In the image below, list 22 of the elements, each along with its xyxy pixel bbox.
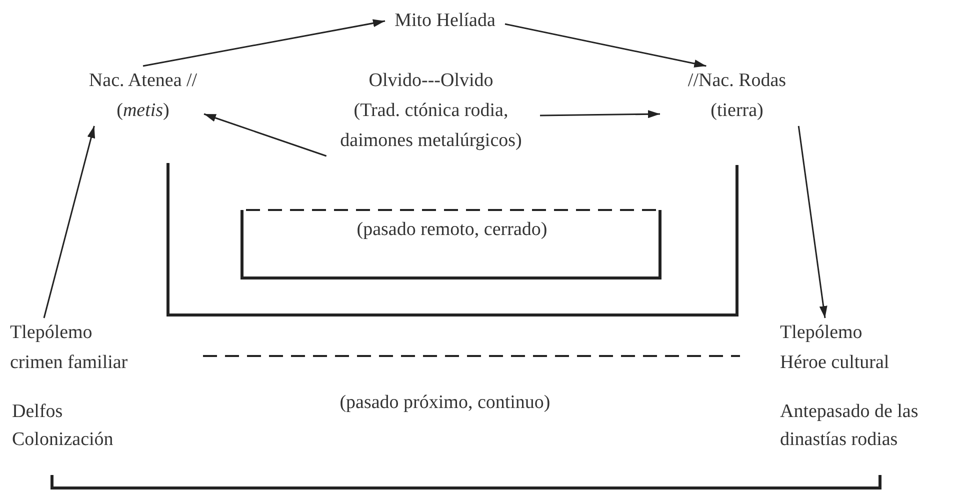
arrow — [204, 113, 327, 157]
node-note: (Trad. ctónica rodia, daimones metalúrgicos) — [339, 99, 523, 153]
note-text: Colonización — [12, 428, 114, 452]
period-label: (pasado remoto, cerrado) — [356, 218, 548, 242]
arrow — [504, 23, 706, 68]
arrow — [798, 126, 828, 318]
node-label: Tlepólemo — [10, 321, 94, 345]
node-label: Nac. Atenea // — [88, 69, 198, 93]
node-label: (tierra) — [710, 99, 764, 123]
period-label: (pasado próximo, continuo) — [338, 391, 552, 415]
arrow — [142, 19, 386, 67]
arrow — [43, 126, 96, 318]
node-label: Mito Helíada — [394, 9, 496, 33]
node-label: Tlepólemo — [780, 321, 864, 345]
note-text: Delfos — [12, 400, 64, 424]
node-label: (metis) — [116, 99, 170, 123]
node-label: Olvido---Olvido — [368, 69, 494, 93]
node-label: //Nac. Rodas — [686, 69, 788, 93]
node-label: Héroe cultural — [780, 351, 890, 375]
note-text: Antepasado de las dinastías rodias — [780, 400, 920, 452]
arrow — [540, 110, 660, 118]
node-label: crimen familiar — [10, 351, 129, 375]
